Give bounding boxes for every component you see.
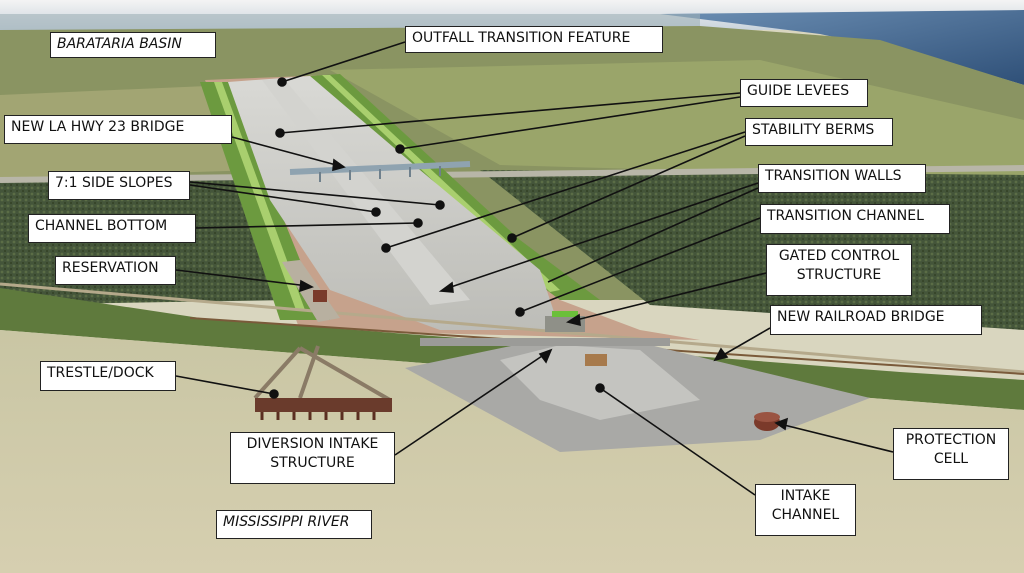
leader-intake-channel: [599, 387, 756, 496]
trestle-pilings: [260, 412, 376, 420]
leader-channel-bottom: [195, 222, 419, 229]
leader-dot-trestle: [269, 389, 279, 399]
leader-guide-levee-b: [399, 96, 741, 150]
leader-transition-walls-a: [444, 182, 759, 290]
protection-cell-top: [754, 412, 780, 422]
leader-outfall: [281, 41, 406, 83]
leader-diversion-intake: [394, 351, 549, 456]
leader-side-slope-b: [189, 181, 441, 206]
label-stability-berms: STABILITY BERMS: [745, 118, 893, 146]
label-mississippi-river: MISSISSIPPI RIVER: [216, 510, 372, 539]
hwy-23-bridge-piers: [319, 166, 441, 182]
leader-dot-transition-channel: [515, 307, 525, 317]
trestle-walkway: [253, 345, 392, 402]
label-protection-cell: PROTECTION CELL: [893, 428, 1009, 480]
reservation-pad: [282, 260, 340, 322]
leader-guide-levee-a: [279, 92, 741, 134]
label-new-railroad-bridge: NEW RAILROAD BRIDGE: [770, 305, 982, 335]
leader-arrow-protection: [774, 417, 789, 431]
label-transition-walls: TRANSITION WALLS: [758, 164, 926, 193]
leader-protection-cell: [779, 423, 894, 453]
leader-stability-b: [511, 135, 746, 239]
leader-dot-intake-channel: [595, 383, 605, 393]
leader-transition-walls-b: [547, 187, 759, 283]
leader-dot-side-a: [371, 207, 381, 217]
hwy-23-bridge-deck: [289, 161, 471, 175]
reservation-building: [313, 290, 327, 302]
leader-arrow-railroad: [713, 347, 729, 362]
intake-channel-inner: [500, 345, 700, 420]
leader-trestle: [175, 375, 275, 395]
label-gated-control-structure: GATED CONTROL STRUCTURE: [766, 244, 912, 296]
label-barataria-basin: BARATARIA BASIN: [50, 32, 216, 58]
label-new-la-hwy-23-bridge: NEW LA HWY 23 BRIDGE: [4, 115, 232, 144]
label-diversion-intake-structure: DIVERSION INTAKE STRUCTURE: [230, 432, 395, 484]
leader-dot-outfall: [277, 77, 287, 87]
leader-arrow-hwy-23: [332, 158, 346, 172]
leader-reservation: [175, 269, 309, 287]
leader-railroad-bridge: [717, 327, 771, 359]
leader-dot-stability-a: [381, 243, 391, 253]
leader-lines: [175, 41, 894, 496]
leader-arrow-tw-a: [438, 281, 454, 293]
railroad-bridge-deck: [420, 338, 670, 346]
leader-stability-a: [385, 131, 746, 249]
label-reservation: RESERVATION: [55, 256, 176, 285]
leader-arrow-gated: [565, 313, 581, 327]
open-water: [660, 10, 1024, 85]
channel-bottom-stripe: [262, 79, 470, 305]
leader-arrow-diversion: [538, 348, 553, 364]
diversion-intake-block: [585, 354, 607, 366]
leader-dot-stability-b: [507, 233, 517, 243]
leader-gated-control: [571, 272, 767, 322]
label-side-slopes: 7:1 SIDE SLOPES: [48, 171, 190, 200]
leader-arrow-reservation: [299, 279, 314, 293]
label-trestle-dock: TRESTLE/DOCK: [40, 361, 176, 391]
leader-dot-guide-a: [275, 128, 285, 138]
leader-dot-side-b: [435, 200, 445, 210]
leader-dot-guide-b: [395, 144, 405, 154]
leader-side-slope-a: [189, 184, 377, 213]
label-channel-bottom: CHANNEL BOTTOM: [28, 214, 196, 243]
gated-control-top: [552, 311, 578, 317]
label-intake-channel: INTAKE CHANNEL: [755, 484, 856, 536]
leader-hwy-23: [231, 136, 341, 167]
label-outfall-transition-feature: OUTFALL TRANSITION FEATURE: [405, 26, 663, 53]
label-guide-levees: GUIDE LEVEES: [740, 79, 868, 107]
trestle-dock-platform: [255, 398, 392, 412]
label-transition-channel: TRANSITION CHANNEL: [760, 204, 950, 234]
bank-road: [0, 282, 1024, 374]
leader-transition-channel: [519, 217, 761, 313]
leader-dot-channel-bottom: [413, 218, 423, 228]
